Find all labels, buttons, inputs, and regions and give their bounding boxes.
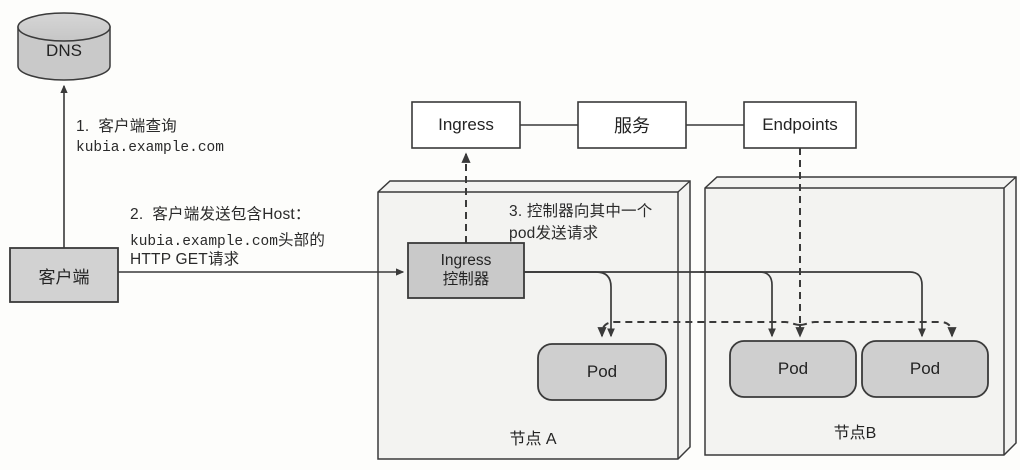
node-a-label: 节点 A [509, 431, 557, 448]
endpoints-box[interactable] [743, 101, 857, 149]
ingress-controller-box[interactable] [407, 242, 525, 299]
pod-label-1: Pod [586, 362, 618, 381]
dns-label: DNS [46, 41, 82, 60]
step-3-line-1: 3. 控制器向其中一个 [509, 203, 653, 220]
endpoints-label: Endpoints [762, 115, 838, 134]
dns-cylinder-shape[interactable] [17, 12, 111, 81]
node-b-shape [704, 176, 1017, 456]
ingress-controller-label: Ingress 控制器 [408, 243, 524, 298]
pod-box-3[interactable] [861, 340, 989, 398]
pod-box-1[interactable] [537, 343, 667, 401]
step-1-line-2: kubia.example.com [76, 140, 224, 156]
step-3-line-2: pod发送请求 [509, 225, 599, 242]
endpoints-dashed-to-pod1 [597, 321, 801, 338]
client-label: 客户端 [38, 267, 90, 287]
ingress-label: Ingress [438, 115, 494, 134]
controller-to-pod-b2-arrow [700, 271, 926, 338]
pod-box-2[interactable] [729, 340, 857, 398]
step-2-host-value: kubia.example.com [130, 234, 278, 250]
service-label: 服务 [614, 116, 650, 136]
step-1-line-1: 1. 客户端查询 [76, 118, 177, 135]
pod-label-2: Pod [777, 359, 809, 378]
service-box[interactable] [577, 101, 687, 149]
step-2-line-1: 2. 客户端发送包含Host： [130, 206, 311, 223]
endpoints-dashed-to-pod3 [799, 321, 957, 338]
step-2-line-3: HTTP GET请求 [130, 251, 240, 268]
node-b-label: 节点B [833, 425, 877, 442]
ingress-controller-line1: Ingress [440, 252, 492, 270]
client-box[interactable] [9, 247, 119, 303]
step-2-line-2: kubia.example.com 头部的 [130, 228, 325, 250]
ingress-controller-line2: 控制器 [442, 270, 490, 288]
node-a-shape [377, 180, 691, 460]
step-2-line-2-tail: 头部的 [277, 232, 326, 249]
ingress-box[interactable] [411, 101, 521, 149]
pod-label-3: Pod [909, 359, 941, 378]
